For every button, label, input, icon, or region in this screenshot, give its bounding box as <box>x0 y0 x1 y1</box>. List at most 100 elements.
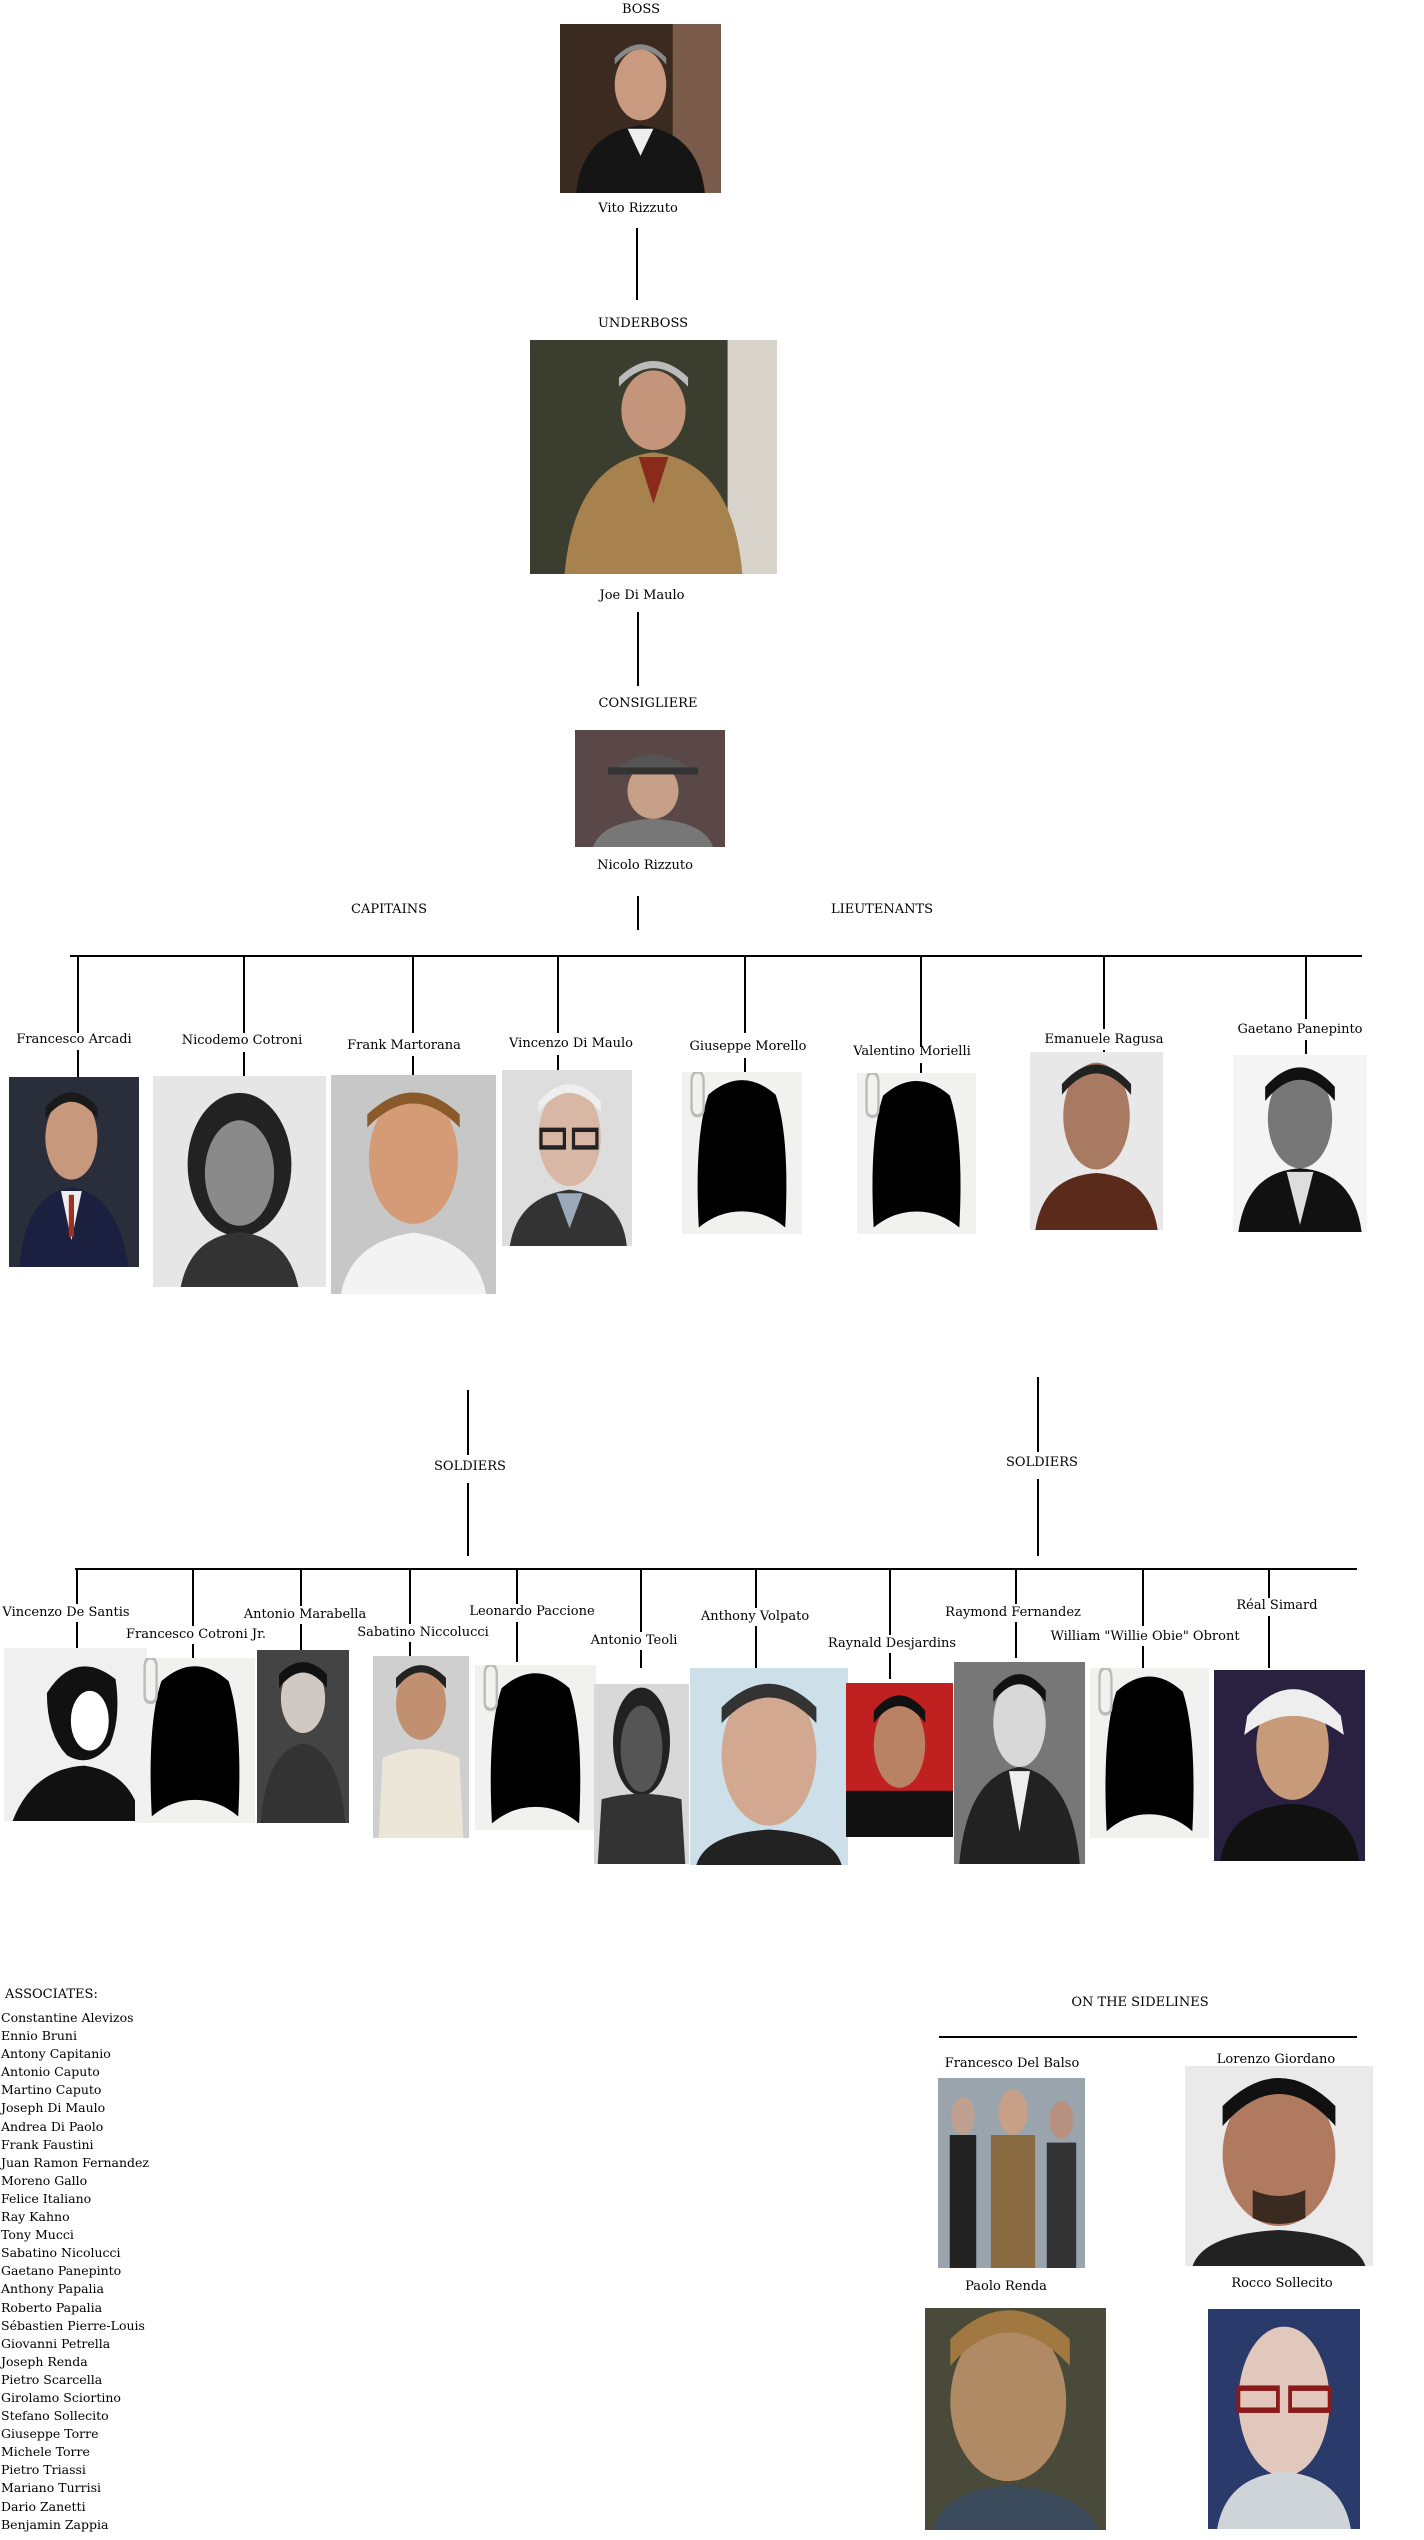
associate-item: Constantine Alevizos <box>1 2010 134 2025</box>
connector-line <box>920 1063 922 1075</box>
connector-line <box>744 957 746 1033</box>
portrait-photo <box>1185 2066 1373 2266</box>
member-name: Valentino Morielli <box>853 1044 971 1059</box>
connector-line <box>920 957 922 1047</box>
consigliere-photo <box>575 730 725 847</box>
connector-line <box>409 1642 411 1656</box>
connector-line <box>755 1626 757 1668</box>
connector-line <box>636 228 638 300</box>
boss-photo <box>560 24 721 193</box>
connector-line <box>243 1052 245 1076</box>
consigliere-name: Nicolo Rizzuto <box>597 858 693 873</box>
associate-item: Anthony Papalia <box>1 2281 104 2297</box>
connector-line <box>1268 1570 1270 1598</box>
associate-item: Sébastien Pierre-Louis <box>1 2317 145 2333</box>
associate-item: Pietro Scarcella <box>1 2371 103 2387</box>
portrait-photo <box>331 1075 496 1294</box>
connector-line <box>755 1570 757 1608</box>
connector-line <box>637 896 639 930</box>
connector-line <box>889 1570 891 1635</box>
connector-line <box>300 1624 302 1650</box>
connector-line <box>76 1570 78 1604</box>
silhouette-placeholder <box>857 1073 976 1234</box>
connector-line <box>1037 1479 1039 1556</box>
member-name: Vincenzo Di Maulo <box>509 1036 633 1051</box>
associate-item: Stefano Sollecito <box>1 2408 109 2424</box>
associate-item: Martino Caputo <box>1 2082 102 2098</box>
connector-line <box>1015 1622 1017 1658</box>
associate-item: Joseph Di Maulo <box>1 2100 106 2116</box>
member-name: Sabatino Niccolucci <box>357 1625 489 1640</box>
member-name: Giuseppe Morello <box>689 1039 807 1054</box>
connector-line <box>557 957 559 1033</box>
portrait-photo <box>938 2078 1085 2268</box>
associate-item: Felice Italiano <box>1 2190 92 2206</box>
silhouette-placeholder <box>475 1665 596 1830</box>
boss-name: Vito Rizzuto <box>598 201 678 216</box>
member-name: William "Willie Obie" Obront <box>1050 1629 1240 1644</box>
associate-item: Frank Faustini <box>1 2136 94 2152</box>
associate-item: Juan Ramon Fernandez <box>1 2154 149 2170</box>
sideline-name: Lorenzo Giordano <box>1216 2052 1336 2067</box>
connector-line <box>76 1622 78 1648</box>
member-name: Francesco Cotroni Jr. <box>125 1627 267 1642</box>
associate-item: Roberto Papalia <box>1 2299 103 2315</box>
underboss-name: Joe Di Maulo <box>599 588 685 603</box>
connector-line <box>77 957 79 1033</box>
associate-item: Ray Kahno <box>1 2209 70 2225</box>
connector-line <box>192 1644 194 1658</box>
sideline-name: Paolo Renda <box>965 2279 1047 2294</box>
associate-item: Pietro Triassi <box>1 2462 86 2478</box>
portrait-photo <box>1030 1052 1163 1230</box>
associate-item: Joseph Renda <box>1 2353 88 2369</box>
connector-line <box>637 612 639 686</box>
soldiers-right-label: SOLDIERS <box>1006 1455 1078 1470</box>
associate-item: Tony Mucci <box>1 2227 74 2243</box>
connector-line <box>1142 1646 1144 1670</box>
member-name: Raynald Desjardins <box>827 1636 957 1651</box>
connector-line <box>1305 957 1307 1019</box>
silhouette-placeholder <box>1090 1668 1209 1838</box>
associate-item: Ennio Bruni <box>1 2028 77 2044</box>
member-name: Leonardo Paccione <box>469 1604 595 1619</box>
member-name: Gaetano Panepinto <box>1237 1022 1363 1037</box>
member-name: Frank Martorana <box>347 1038 461 1053</box>
portrait-photo <box>846 1683 953 1837</box>
capitains-label: CAPITAINS <box>351 902 427 917</box>
connector-line <box>1268 1616 1270 1668</box>
portrait-photo <box>373 1656 469 1838</box>
underboss-photo <box>530 340 777 574</box>
connector-line <box>516 1622 518 1662</box>
row2-bar <box>75 1568 1357 1570</box>
silhouette-placeholder <box>682 1072 802 1234</box>
connector-line <box>409 1570 411 1624</box>
associate-item: Moreno Gallo <box>1 2172 88 2188</box>
associate-item: Girolamo Sciortino <box>1 2389 121 2405</box>
portrait-photo <box>502 1070 632 1246</box>
connector-line <box>516 1570 518 1604</box>
sidelines-heading: ON THE SIDELINES <box>1071 1995 1209 2010</box>
underboss-label: UNDERBOSS <box>597 316 689 331</box>
portrait-photo <box>690 1668 848 1865</box>
connector-line <box>192 1570 194 1626</box>
associate-item: Mariano Turrisi <box>1 2480 101 2496</box>
connector-line <box>467 1390 469 1455</box>
member-name: Antonio Teoli <box>590 1633 678 1648</box>
associate-item: Michele Torre <box>1 2444 90 2460</box>
portrait-photo <box>1208 2309 1360 2529</box>
connector-line <box>412 1056 414 1076</box>
connector-line <box>300 1570 302 1606</box>
associate-item: Antony Capitanio <box>1 2046 111 2062</box>
associate-item: Gaetano Panepinto <box>1 2263 122 2279</box>
portrait-photo <box>4 1648 147 1821</box>
soldiers-left-label: SOLDIERS <box>434 1459 506 1474</box>
portrait-photo <box>9 1077 139 1267</box>
portrait-photo <box>594 1684 689 1864</box>
sideline-name: Francesco Del Balso <box>944 2056 1080 2071</box>
connector-line <box>1103 957 1105 1029</box>
sidelines-bar <box>939 2036 1357 2038</box>
associate-item: Dario Zanetti <box>1 2498 86 2514</box>
associate-item: Giuseppe Torre <box>1 2426 99 2442</box>
silhouette-placeholder <box>135 1658 255 1823</box>
